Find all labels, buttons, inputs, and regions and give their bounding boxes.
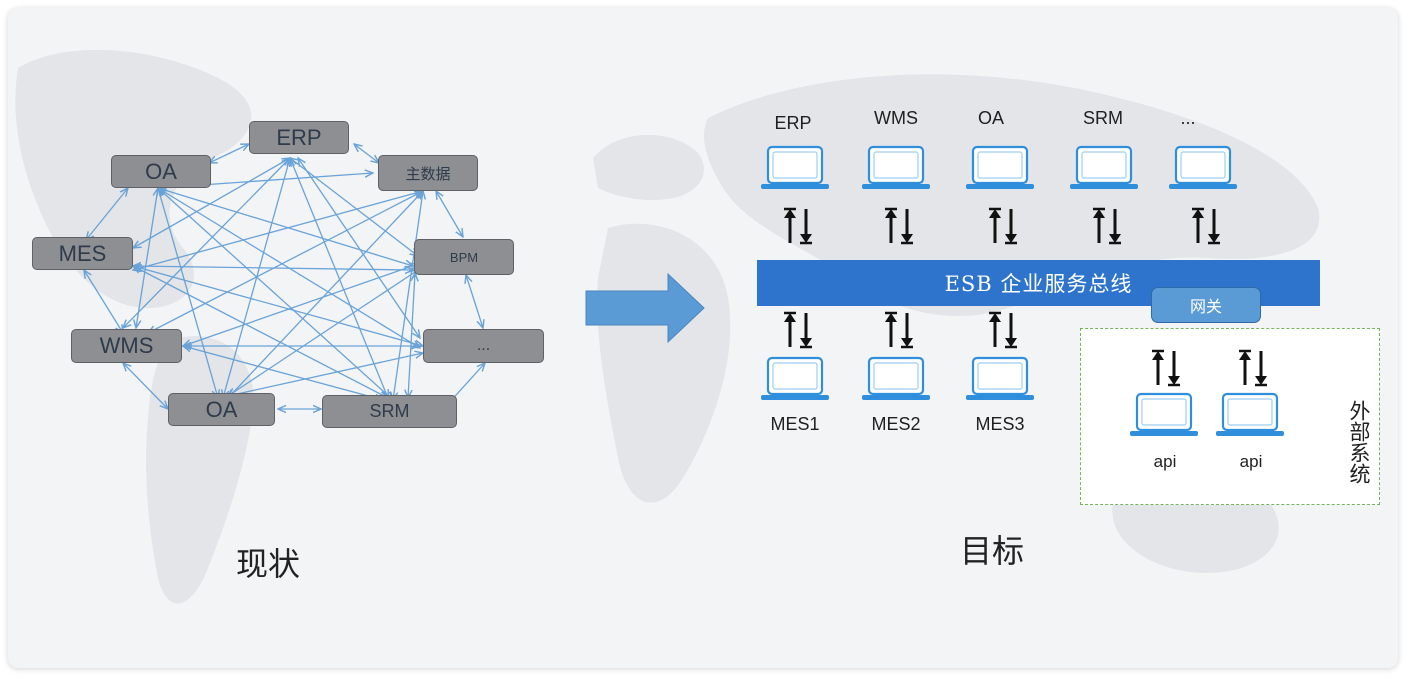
caption-target: 目标 [960,533,1025,569]
node-master-data: 主数据 [378,155,478,191]
gateway-box: 网关 [1151,287,1261,323]
laptop-icon [761,356,829,400]
link-masterdata-wms [148,191,423,333]
link-masterdata-bpm [436,191,463,237]
node-wms: WMS [71,329,182,363]
laptop-icon [1169,145,1237,189]
link-oa-srm [158,188,393,400]
link-masterdata-oa2 [228,191,423,398]
node-oa-top: OA [111,155,211,188]
top-system-label: SRM [1083,108,1123,128]
link-oa2-more [228,353,423,396]
bidirectional-arrow-icon [1093,207,1121,245]
laptop-icon [966,356,1034,400]
link-erp-masterdata [354,144,379,163]
node-srm: SRM [322,395,457,428]
bidirectional-arrow-icon [1152,349,1180,387]
top-system-label: ERP [774,113,812,133]
link-bpm-more [466,275,483,328]
api-label: api [1239,452,1263,471]
bidirectional-arrow-icon [885,207,913,245]
bidirectional-arrow-icon [1239,349,1267,387]
node-mes: MES [32,237,133,270]
laptop-icon [1070,145,1138,189]
node-oa-bottom: OA [168,393,275,426]
link-oa-wms2 [136,188,158,328]
bottom-system-label: MES2 [871,414,921,434]
bottom-system-label: MES3 [975,414,1025,434]
link-srm-bpm [408,273,415,398]
link-wms-bpm [183,264,418,346]
bottom-system-label: MES1 [770,414,820,434]
diagram-frame: ERP OA 主数据 MES BPM WMS ... OA SRM 现状 ERP… [8,8,1398,668]
laptop-icon [966,145,1034,189]
top-system-label: OA [977,108,1004,128]
link-oa-erp [209,144,249,163]
diagram-canvas [8,8,705,668]
node-erp: ERP [249,121,349,154]
link-mes-oa [86,188,128,240]
node-more: ... [423,329,544,363]
link-masterdata-srm [393,191,423,400]
bidirectional-arrow-icon [784,207,812,245]
external-systems-label: 外部系统 [1347,400,1370,484]
laptop-icon [862,145,930,189]
top-system-label: ... [1180,108,1196,128]
link-wms-srm [183,346,383,400]
link-oa-wms [123,363,168,409]
bidirectional-arrow-icon [989,207,1017,245]
link-wms-mes [84,270,123,333]
node-bpm: BPM [414,239,514,275]
right-arrow-icon [585,272,705,344]
top-system-label: WMS [874,108,918,128]
laptop-icon [862,356,930,400]
caption-current: 现状 [236,546,301,582]
laptop-icon [1130,392,1198,436]
bidirectional-arrow-icon [885,311,913,349]
bidirectional-arrow-icon [989,311,1017,349]
mesh-links [84,144,485,409]
bidirectional-arrow-icon [1192,207,1220,245]
laptop-icon [1216,392,1284,436]
laptop-icon [761,145,829,189]
bidirectional-arrow-icon [784,311,812,349]
api-label: api [1153,452,1177,471]
